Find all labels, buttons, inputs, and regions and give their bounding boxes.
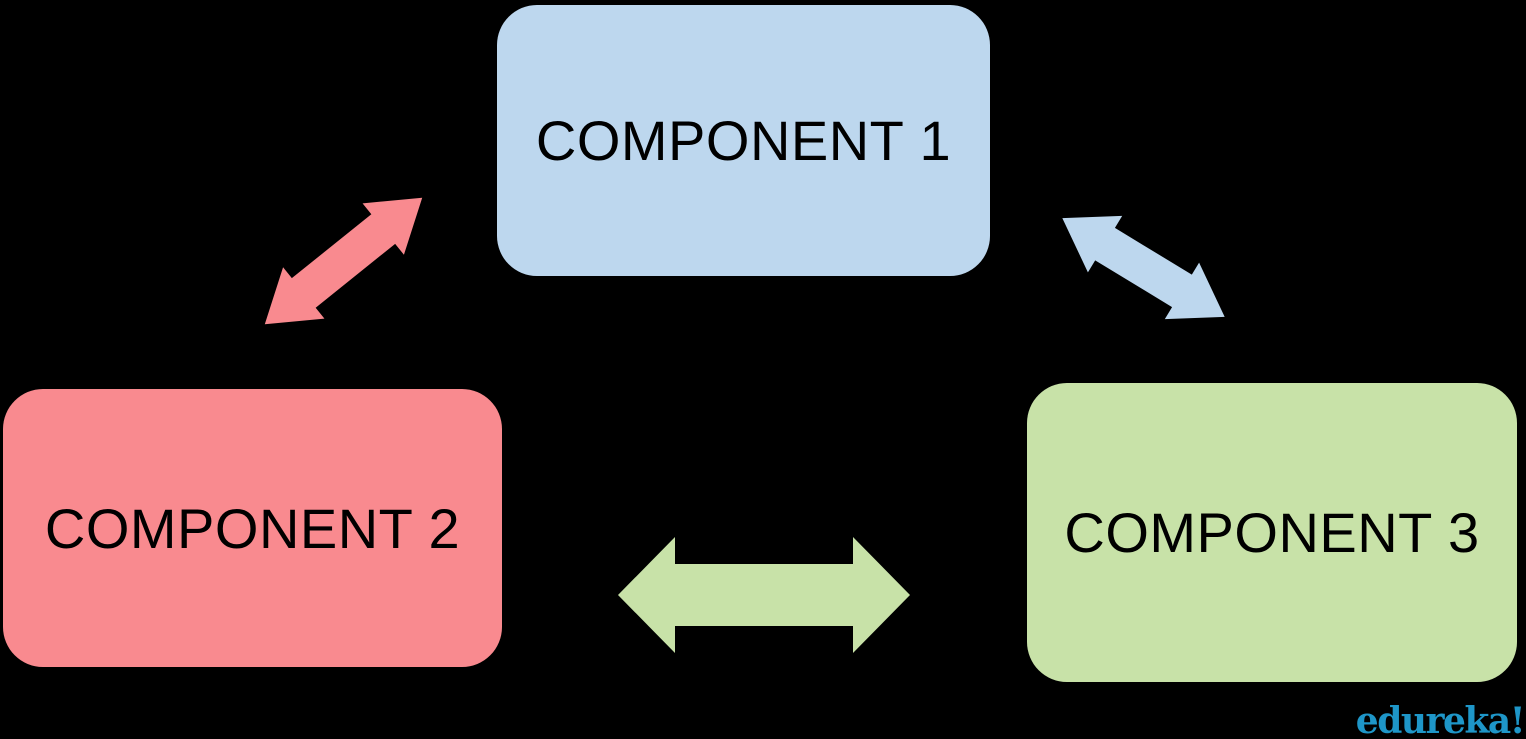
double-arrow-icon-1-2 — [264, 197, 423, 325]
edureka-logo: edureka! — [1355, 700, 1526, 739]
node-component-3: COMPONENT 3 — [1027, 383, 1517, 682]
node-component-2: COMPONENT 2 — [3, 389, 502, 667]
double-arrow-icon-2-3 — [618, 537, 910, 653]
node-component-1-label: COMPONENT 1 — [535, 109, 952, 172]
node-component-1: COMPONENT 1 — [497, 5, 990, 276]
double-arrow-icon-1-3 — [1062, 215, 1225, 320]
node-component-2-label: COMPONENT 2 — [44, 496, 461, 560]
node-component-3-label: COMPONENT 3 — [1064, 501, 1480, 564]
